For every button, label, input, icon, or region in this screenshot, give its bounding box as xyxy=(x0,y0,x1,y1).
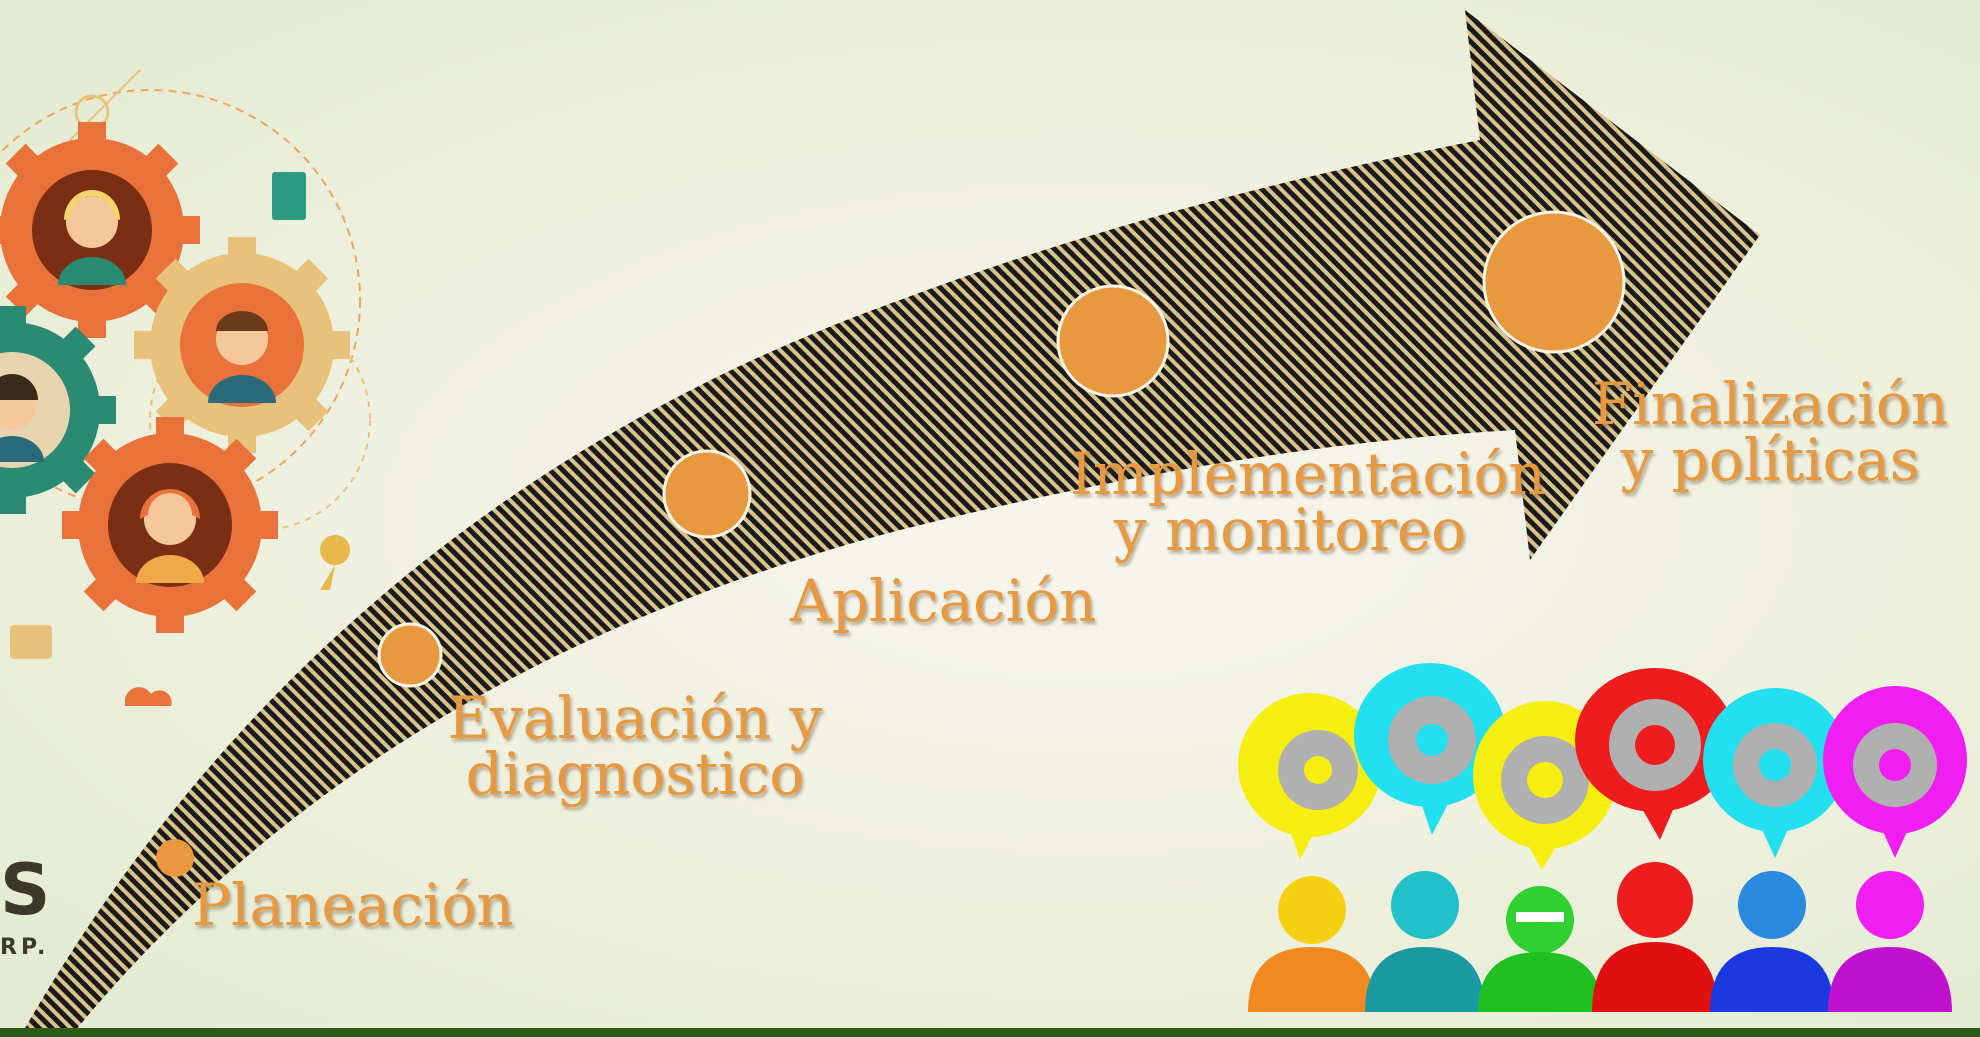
stage-marker-evaluacion xyxy=(377,622,443,688)
stage-label-evaluacion: Evaluación y diagnostico xyxy=(447,684,823,808)
stage-label-planeacion: Planeación xyxy=(192,871,514,939)
stage-marker-aplicacion xyxy=(662,449,752,539)
person-icon-orange xyxy=(1248,876,1376,1012)
gear-person-woman-blonde xyxy=(0,122,200,338)
person-icon-teal xyxy=(1365,871,1485,1012)
stage-label-finalizacion: Finalización y políticas xyxy=(1591,370,1949,494)
stage-marker-finalizacion xyxy=(1482,210,1626,354)
person-icon-green xyxy=(1478,886,1602,1012)
cloud-download-icon xyxy=(125,687,172,706)
company-logo-letter: S xyxy=(0,849,51,931)
speech-bubble-red xyxy=(1575,668,1735,840)
stage-marker-planeacion xyxy=(156,839,194,877)
person-icon-red xyxy=(1592,862,1718,1012)
speech-bubble-yellow-2 xyxy=(1473,701,1617,870)
stage-marker-implementacion xyxy=(1056,284,1170,398)
lightbulb-icon xyxy=(320,535,351,590)
person-icon-magenta xyxy=(1828,871,1952,1012)
growth-arrow xyxy=(20,10,1760,1037)
speech-bubble-cyan-1 xyxy=(1354,663,1506,835)
stage-label-implementacion: Implementación y monitoreo xyxy=(1070,440,1546,564)
gear-person-woman-dark xyxy=(0,306,116,514)
book-icon xyxy=(272,172,306,220)
gears-team-illustration xyxy=(0,69,371,706)
speech-bubble-magenta xyxy=(1823,686,1967,858)
gear-person-redhead xyxy=(62,417,278,633)
briefcase-icon xyxy=(10,625,52,659)
speech-bubble-yellow-1 xyxy=(1238,693,1382,860)
stage-label-aplicacion: Aplicación xyxy=(790,567,1097,635)
speech-bubble-cyan-2 xyxy=(1703,688,1847,858)
bottom-rule xyxy=(0,1028,1980,1037)
company-logo-subtext: RP. xyxy=(0,935,50,960)
gear-person-man xyxy=(134,237,350,453)
speech-gears-people-illustration xyxy=(1238,663,1967,1012)
person-icon-blue xyxy=(1710,871,1834,1012)
